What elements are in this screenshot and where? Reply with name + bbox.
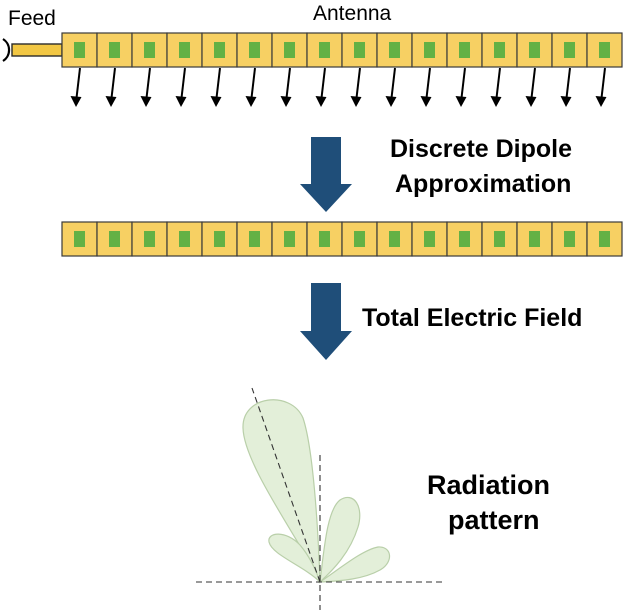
dipole-dipole-element — [424, 231, 435, 247]
field-arrow-icon — [280, 67, 292, 107]
antenna-dipole-element — [494, 42, 505, 58]
radiation-pattern — [196, 387, 444, 610]
antenna-dipole-element — [424, 42, 435, 58]
dipole-dipole-element — [284, 231, 295, 247]
antenna-dipole-element — [74, 42, 85, 58]
antenna-dipole-element — [529, 42, 540, 58]
dipole-dipole-element — [109, 231, 120, 247]
field-arrow-icon — [245, 67, 257, 107]
antenna-dipole-element — [284, 42, 295, 58]
pattern-lobe-lower-right — [317, 546, 391, 583]
field-arrow-icon — [175, 67, 187, 107]
field-arrow-icon — [525, 67, 537, 107]
antenna-dipole-element — [214, 42, 225, 58]
antenna-dipole-element — [319, 42, 330, 58]
field-arrow-icon — [420, 67, 432, 107]
antenna-dipole-element — [179, 42, 190, 58]
flow-arrow-field — [300, 283, 352, 360]
feed-port-icon — [2, 38, 11, 62]
dipole-dipole-element — [494, 231, 505, 247]
antenna-dipole-element — [389, 42, 400, 58]
pattern-lobe-main — [242, 399, 321, 583]
field-arrow-icon — [595, 67, 607, 107]
antenna-dipole-element — [459, 42, 470, 58]
pattern-lobe-right — [319, 497, 361, 584]
antenna-dipole-element — [109, 42, 120, 58]
total-field-label: Total Electric Field — [362, 304, 583, 332]
dipole-dipole-element — [249, 231, 260, 247]
field-arrow-icon — [560, 67, 572, 107]
antenna-strip — [61, 32, 623, 68]
radiation-label-line2: pattern — [448, 505, 540, 535]
dipole-dipole-element — [319, 231, 330, 247]
antenna-dipole-element — [354, 42, 365, 58]
dipole-dipole-element — [599, 231, 610, 247]
pattern-lobe-left — [268, 533, 321, 583]
dda-label-line2: Approximation — [395, 170, 572, 198]
beam-direction-line — [251, 387, 321, 583]
antenna-dipole-element — [144, 42, 155, 58]
antenna-label: Antenna — [313, 2, 392, 25]
flow-arrow-dda — [300, 137, 352, 212]
dipole-dipole-element — [389, 231, 400, 247]
dipole-dipole-element — [144, 231, 155, 247]
dipole-dipole-element — [179, 231, 190, 247]
field-arrow-icon — [385, 67, 397, 107]
dipole-dipole-element — [74, 231, 85, 247]
antenna-dipole-element — [599, 42, 610, 58]
dipole-dipole-element — [214, 231, 225, 247]
field-arrow-icon — [490, 67, 502, 107]
field-arrow-icon — [140, 67, 152, 107]
field-arrows — [70, 67, 607, 107]
antenna-dipole-element — [249, 42, 260, 58]
field-arrow-icon — [210, 67, 222, 107]
field-arrow-icon — [105, 67, 117, 107]
radiation-label-line1: Radiation — [427, 470, 551, 500]
dda-label-line1: Discrete Dipole — [390, 135, 573, 163]
dipole-strip — [61, 221, 623, 257]
field-arrow-icon — [350, 67, 362, 107]
dipole-dipole-element — [459, 231, 470, 247]
dipole-dipole-element — [354, 231, 365, 247]
feed-label: Feed — [8, 7, 56, 30]
field-arrow-icon — [455, 67, 467, 107]
feed-line — [11, 43, 63, 57]
dipole-dipole-element — [564, 231, 575, 247]
field-arrow-icon — [315, 67, 327, 107]
dipole-dipole-element — [529, 231, 540, 247]
field-arrow-icon — [70, 67, 82, 107]
feed-connector — [2, 38, 63, 62]
antenna-dipole-element — [564, 42, 575, 58]
